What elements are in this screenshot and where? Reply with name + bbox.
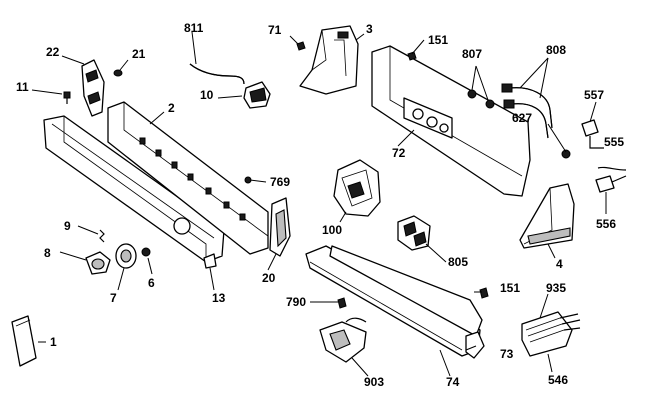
part-4-end-cap-right	[519, 183, 575, 249]
callout-3: 3	[366, 22, 373, 36]
part-71-screw	[296, 41, 306, 51]
callout-546: 546	[548, 373, 568, 387]
part-555-wire	[597, 166, 627, 171]
callout-labels: 1 2 3 4 6 7 8 9 10 11 13 20 21 22 71 72 …	[16, 21, 624, 389]
callout-555: 555	[604, 135, 624, 149]
callout-74: 74	[446, 375, 460, 389]
part-808-hoses	[501, 83, 553, 139]
callout-20: 20	[262, 271, 276, 285]
callout-10: 10	[200, 88, 214, 102]
callout-2: 2	[168, 101, 175, 115]
part-72-rear-panel	[371, 45, 531, 197]
callout-100: 100	[322, 223, 342, 237]
part-557-valve	[581, 119, 604, 149]
callout-72: 72	[392, 146, 406, 160]
part-151-screw	[407, 51, 417, 61]
part-6-nut	[141, 247, 151, 257]
callout-4: 4	[556, 257, 563, 271]
part-8-knob	[85, 251, 111, 275]
part-903-bracket	[319, 317, 367, 363]
part-100-timer	[333, 159, 381, 217]
part-13-console-panel	[43, 115, 225, 269]
callout-22: 22	[46, 45, 60, 59]
part-11-screw	[63, 91, 71, 104]
part-811-harness	[189, 63, 245, 85]
callout-627: 627	[512, 111, 532, 125]
part-790-screw	[337, 297, 347, 309]
callout-1: 1	[50, 335, 57, 349]
part-627-washer	[561, 149, 571, 159]
callout-769: 769	[270, 175, 290, 189]
part-21-screw	[113, 69, 123, 77]
callout-805: 805	[448, 255, 468, 269]
callout-7: 7	[110, 291, 117, 305]
callout-557: 557	[584, 88, 604, 102]
part-2-backsplash-frame	[107, 101, 269, 255]
callout-790: 790	[286, 295, 306, 309]
leader-lines	[31, 31, 607, 377]
callout-903: 903	[364, 375, 384, 389]
callout-11: 11	[16, 80, 29, 94]
callout-807: 807	[462, 47, 482, 61]
callout-935: 935	[546, 281, 566, 295]
part-3-end-cap-left	[299, 25, 359, 95]
callout-73: 73	[500, 347, 514, 361]
callout-8: 8	[44, 246, 51, 260]
part-9-spring	[99, 229, 105, 243]
callout-6: 6	[148, 276, 155, 290]
part-7-dial	[115, 243, 137, 269]
part-546-harness-block	[521, 311, 581, 357]
part-1511-screw	[479, 287, 489, 299]
part-805-switch	[397, 215, 431, 251]
part-807-washers	[467, 89, 495, 109]
callout-71: 71	[268, 23, 282, 37]
part-20-handle	[269, 197, 291, 257]
callout-21: 21	[132, 47, 146, 61]
part-22-bracket	[81, 59, 105, 117]
part-10-switch	[243, 81, 271, 109]
part-73-clip	[465, 331, 485, 359]
callout-808: 808	[546, 43, 566, 57]
callout-151: 151	[428, 33, 448, 47]
part-556-sensor	[595, 175, 627, 193]
callout-13: 13	[212, 291, 226, 305]
callout-9: 9	[64, 219, 71, 233]
part-1-bag	[11, 315, 37, 367]
callout-811: 811	[184, 21, 204, 35]
callout-1511: 151	[500, 281, 520, 295]
callout-556: 556	[596, 217, 616, 231]
